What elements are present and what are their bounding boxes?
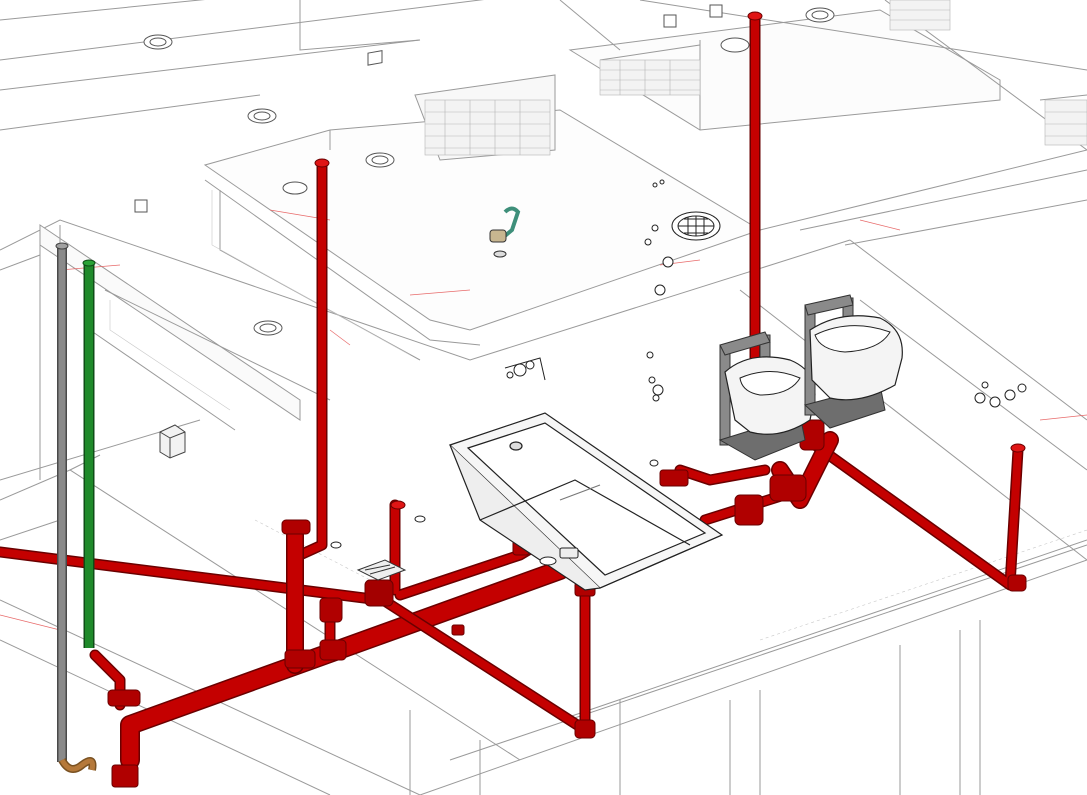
bidet (718, 331, 816, 461)
mixer-tap (489, 206, 521, 258)
floor-drain (671, 211, 721, 241)
ceiling-openings (134, 4, 835, 336)
wall-hung-toilet (803, 294, 903, 429)
vent-pipes (55, 242, 97, 773)
hatched-walls (109, 0, 1087, 641)
valve-clusters (330, 179, 1027, 566)
junction-box (159, 424, 186, 459)
floor-drain-small (356, 559, 407, 581)
pipe-fittings (107, 11, 1027, 788)
